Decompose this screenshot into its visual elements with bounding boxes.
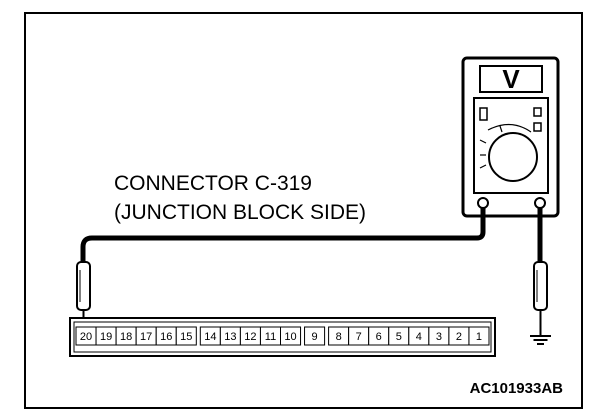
- voltmeter-icon: V: [461, 56, 560, 218]
- voltmeter-unit-label: V: [502, 64, 520, 94]
- pin-cell: [280, 326, 302, 346]
- range-tick: [499, 125, 503, 133]
- pin-number-4: 4: [416, 331, 422, 343]
- pin-number-10: 10: [284, 331, 296, 343]
- pin-cell: [468, 326, 490, 346]
- pin-number-11: 11: [265, 331, 276, 343]
- pin-number-13: 13: [224, 331, 236, 343]
- range-tick: [479, 139, 487, 144]
- range-button: [479, 107, 488, 121]
- pin-number-5: 5: [396, 331, 402, 343]
- pin-number-8: 8: [336, 331, 342, 343]
- selector-dial: [488, 132, 538, 182]
- pin-number-14: 14: [204, 331, 216, 343]
- connector-name-label: CONNECTOR C-319: [114, 172, 312, 195]
- pin-number-9: 9: [312, 331, 318, 343]
- pin-cell: [175, 326, 197, 346]
- pin-number-18: 18: [120, 331, 132, 343]
- connector-c-319: 20 19 18 17 16 15 14 13 12 11 10 9 8 7 6 5 4 3 2 1: [69, 317, 496, 357]
- test-lead-connector: [80, 208, 486, 262]
- pin-number-20: 20: [80, 331, 92, 343]
- terminal-v: [534, 197, 546, 209]
- voltmeter-display: [479, 65, 543, 93]
- connector-side-label: (JUNCTION BLOCK SIDE): [114, 201, 366, 224]
- figure-code: AC101933AB: [470, 380, 564, 397]
- connector-housing-inner: [73, 321, 492, 353]
- range-arc: [487, 123, 532, 133]
- pin-number-1: 1: [476, 331, 482, 343]
- pin-number-2: 2: [456, 331, 462, 343]
- range-button: [533, 107, 542, 117]
- terminal-com: [477, 197, 489, 209]
- pin-number-12: 12: [244, 331, 256, 343]
- figure-frame: [24, 12, 583, 409]
- pin-number-16: 16: [160, 331, 172, 343]
- pin-number-3: 3: [436, 331, 442, 343]
- pin-cell: [304, 326, 326, 346]
- range-tick: [479, 164, 487, 169]
- pin-number-7: 7: [356, 331, 362, 343]
- pin-number-6: 6: [376, 331, 382, 343]
- probe-connector-side: [76, 261, 91, 328]
- probe-ground-side: [533, 261, 548, 330]
- pin-number-15: 15: [180, 331, 192, 343]
- connector-pin-row: 20 19 18 17 16 15 14 13 12 11 10 9 8 7 6 5 4 3 2 1: [75, 326, 490, 346]
- range-button: [533, 122, 542, 132]
- ground-symbol-icon: [530, 322, 551, 345]
- pin-number-17: 17: [140, 331, 152, 343]
- pin-number-19: 19: [100, 331, 112, 343]
